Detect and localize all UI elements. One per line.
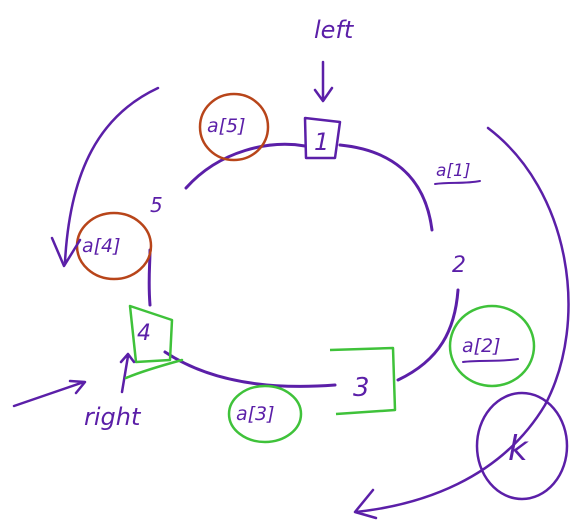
node-3-box (329, 346, 397, 416)
node-5-label: 5 (150, 193, 163, 217)
right-rotation-arrow (353, 126, 570, 520)
edge-label-a5-circle (198, 92, 270, 162)
right-pointer-up-arrow (119, 352, 136, 394)
node-2-label: 2 (452, 253, 466, 278)
left-rotation-arrow (50, 86, 160, 268)
edge-label-a2: a[2] (462, 335, 501, 357)
right-pointer-green-stroke (124, 358, 184, 380)
ring-arc-1-2 (338, 143, 434, 232)
left-pointer-arrow (313, 60, 334, 103)
edge-label-a5: a[5] (207, 115, 246, 137)
right-pointer-label: right (84, 403, 142, 431)
edge-label-a3: a[3] (236, 403, 275, 425)
ring-arc-5-1 (184, 142, 307, 190)
left-pointer-label: left (314, 16, 355, 44)
node-4-box (128, 304, 174, 364)
edge-label-a3-circle (227, 384, 303, 444)
ring-arc-2-3 (396, 288, 460, 382)
edge-label-a1: a[1] (436, 161, 471, 181)
edge-label-a2-circle (448, 304, 536, 388)
node-1-label: 1 (314, 128, 329, 156)
edge-label-a1-underline (434, 180, 481, 185)
right-pointer-arrow (12, 379, 87, 408)
ring-arc-3-4 (163, 350, 337, 388)
node-1-box (303, 116, 342, 160)
k-label: k (508, 429, 529, 469)
k-label-circle (475, 391, 569, 501)
node-3-label: 3 (353, 373, 370, 403)
edge-label-a4: a[4] (82, 235, 121, 257)
edge-label-a2-underline (462, 358, 519, 363)
node-4-label: 4 (137, 321, 151, 346)
